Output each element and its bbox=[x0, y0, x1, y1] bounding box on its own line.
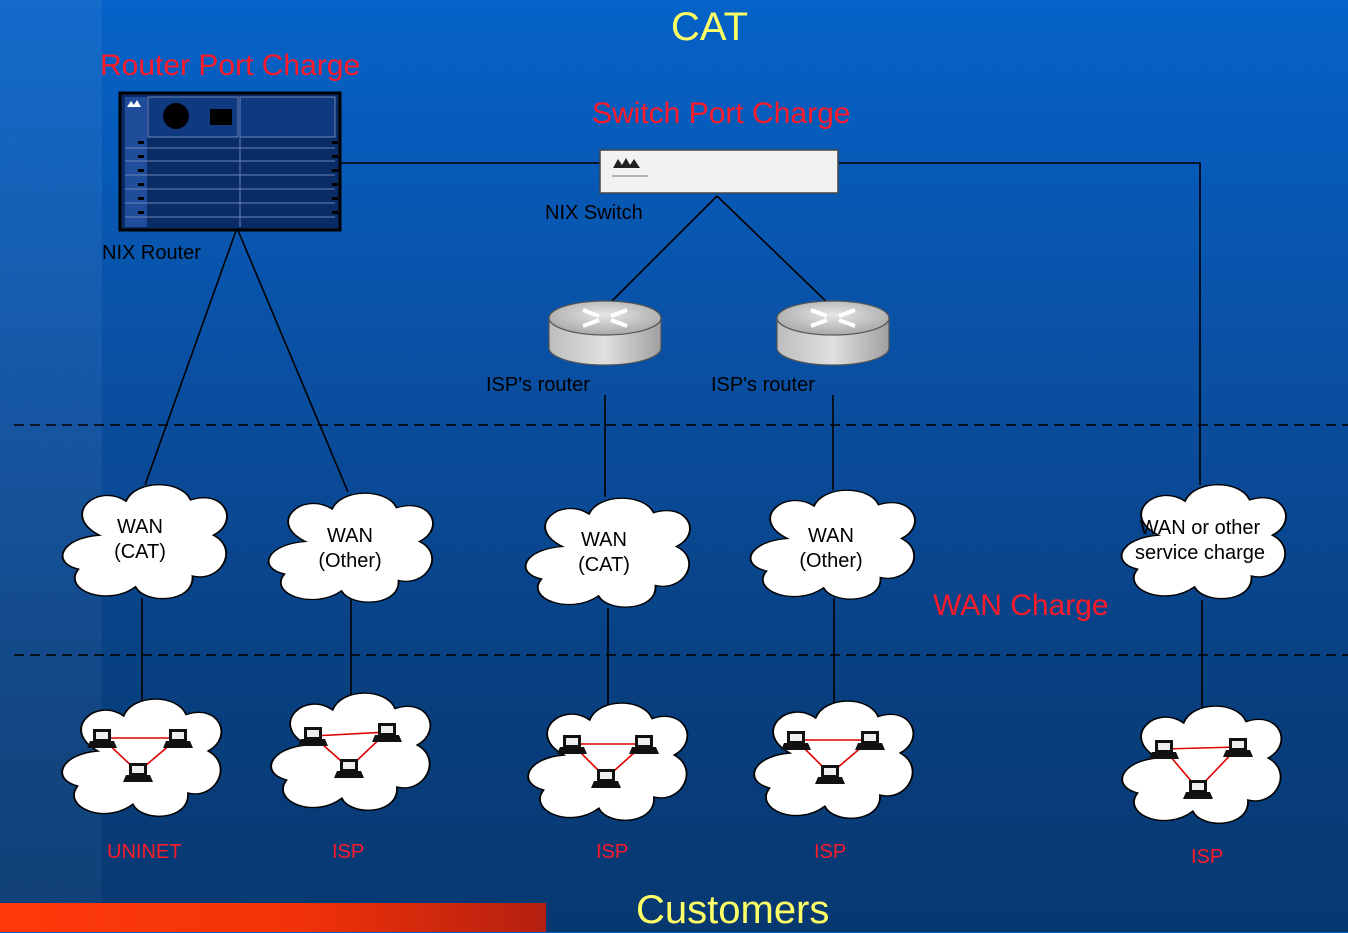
switch-port-charge-label: Switch Port Charge bbox=[592, 97, 851, 130]
customer-network-cloud-icon bbox=[753, 700, 915, 820]
switch-icon bbox=[599, 149, 839, 194]
customer-label-uninet: UNINET bbox=[107, 841, 182, 863]
customer-label-isp-1: ISP bbox=[332, 841, 365, 863]
footer-title: Customers bbox=[636, 888, 830, 932]
wan-cloud-label-line: WAN bbox=[117, 516, 163, 538]
nix-router-label: NIX Router bbox=[102, 242, 201, 264]
wan-cloud-label-4: WAN (Other) bbox=[781, 524, 881, 574]
wan-cloud-label-line: WAN or other bbox=[1139, 517, 1261, 539]
wan-cloud-label-1: WAN (CAT) bbox=[90, 515, 190, 565]
router-chassis-icon bbox=[118, 91, 342, 232]
customer-label-isp-4: ISP bbox=[1191, 846, 1224, 868]
customer-network-cloud-icon bbox=[61, 698, 223, 818]
accent-bar bbox=[0, 903, 546, 932]
wan-cloud-label-line: (Other) bbox=[318, 550, 382, 572]
wan-cloud-label-line: (CAT) bbox=[578, 554, 630, 576]
isp-router-label-1: ISP's router bbox=[486, 374, 590, 396]
customer-label-isp-2: ISP bbox=[596, 841, 629, 863]
router-port-charge-label: Router Port Charge bbox=[100, 49, 361, 82]
customer-network-cloud-icon bbox=[270, 692, 432, 812]
wan-cloud-label-2: WAN (Other) bbox=[300, 524, 400, 574]
isp-router-icon bbox=[776, 300, 890, 366]
isp-router-label-2: ISP's router bbox=[711, 374, 815, 396]
wan-charge-label: WAN Charge bbox=[933, 589, 1109, 622]
wan-cloud-label-3: WAN (CAT) bbox=[554, 528, 654, 578]
customer-label-isp-3: ISP bbox=[814, 841, 847, 863]
connections bbox=[141, 162, 1203, 712]
wan-cloud-label-line: (Other) bbox=[799, 550, 863, 572]
wan-cloud-label-5: WAN or other service charge bbox=[1124, 516, 1276, 566]
wan-cloud-label-line: WAN bbox=[581, 529, 627, 551]
wan-cloud-label-line: service charge bbox=[1134, 542, 1266, 564]
nix-switch-label: NIX Switch bbox=[545, 202, 643, 224]
page-title: CAT bbox=[671, 5, 749, 49]
customer-network-cloud-icon bbox=[1121, 705, 1283, 825]
wan-cloud-label-line: WAN bbox=[808, 525, 854, 547]
isp-router-icon bbox=[548, 300, 662, 366]
wan-cloud-label-line: (CAT) bbox=[114, 541, 166, 563]
wan-cloud-label-line: WAN bbox=[327, 525, 373, 547]
customer-network-cloud-icon bbox=[527, 702, 689, 822]
